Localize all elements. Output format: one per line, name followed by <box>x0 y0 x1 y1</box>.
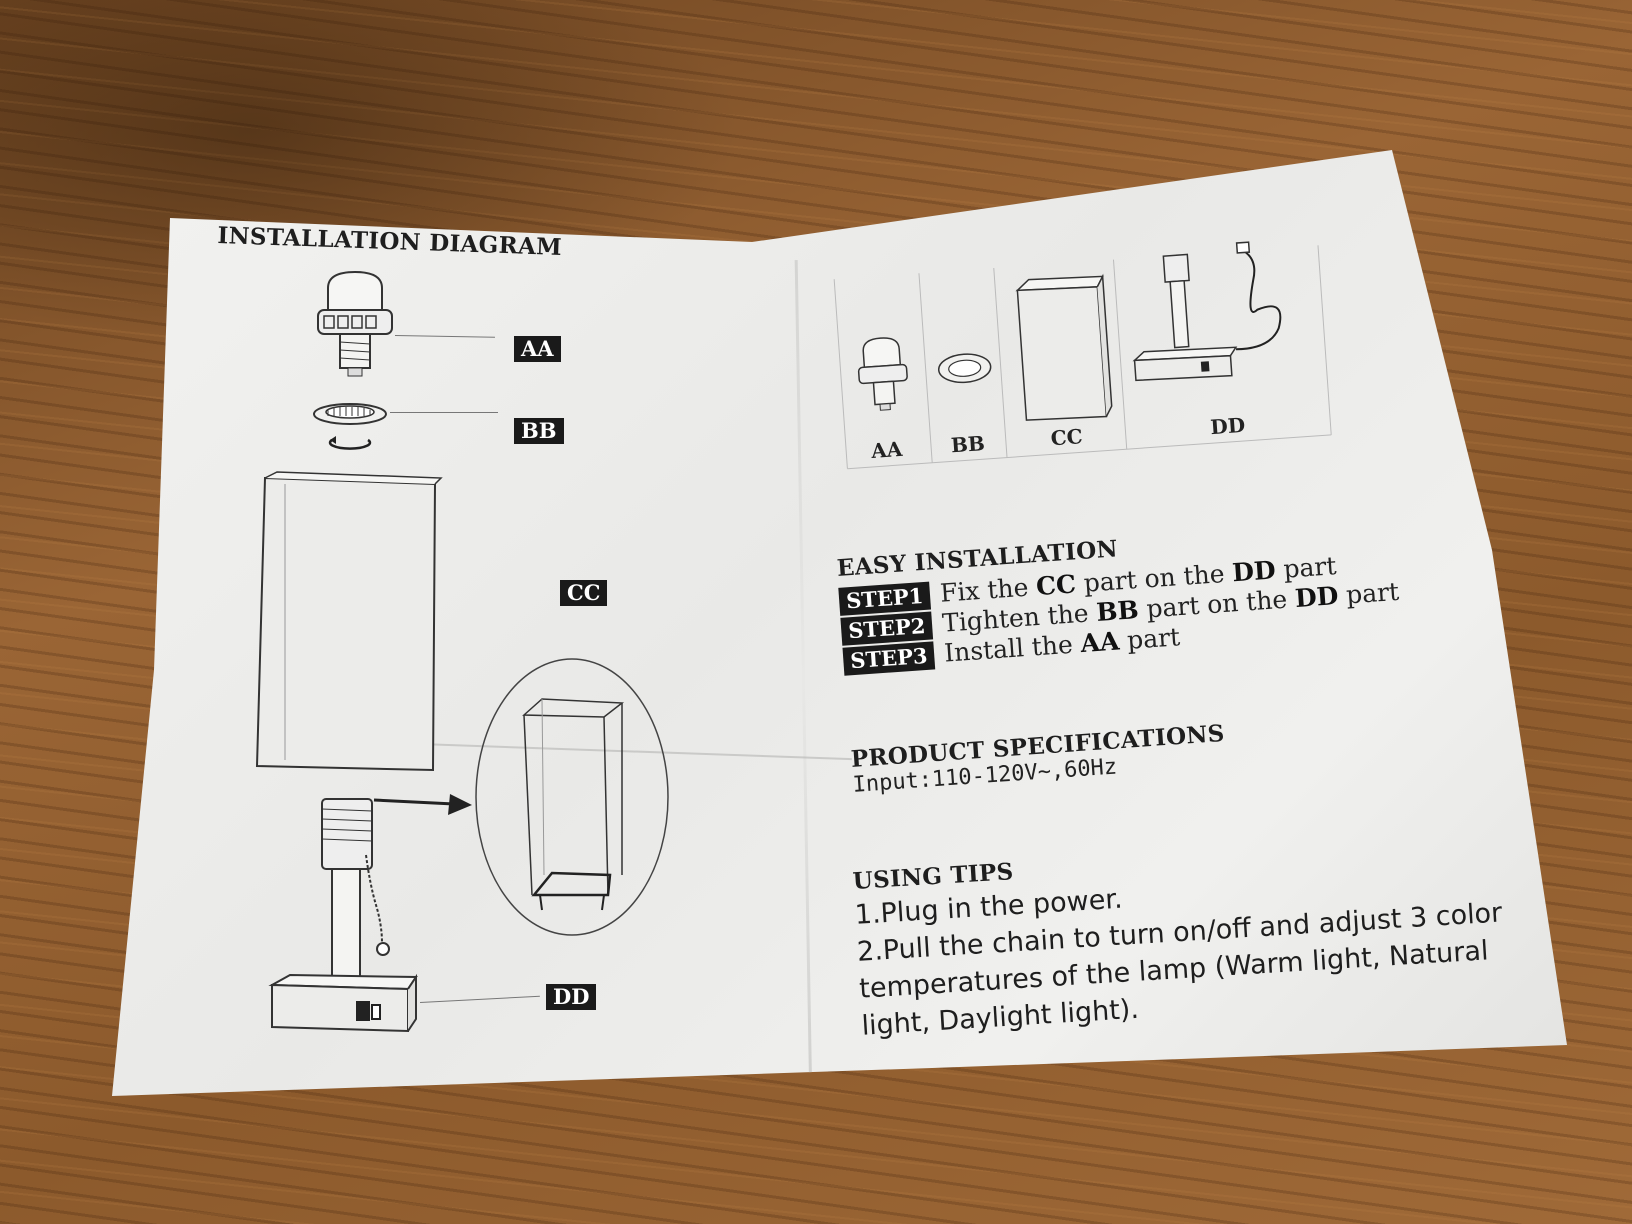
label-cc: CC <box>560 580 608 606</box>
table-label-bb: BB <box>950 431 986 458</box>
step-3-text-mid: part <box>1118 622 1182 656</box>
step-1-part-a: CC <box>1035 569 1077 602</box>
step-2-part-b: DD <box>1293 581 1340 614</box>
step-1-part-b: DD <box>1231 555 1277 588</box>
table-label-aa: AA <box>870 436 904 463</box>
step-1-text-end: part <box>1274 551 1338 585</box>
bulb-icon <box>317 270 393 377</box>
lamp-base-icon <box>268 798 418 1033</box>
label-dd: DD <box>546 984 597 1010</box>
vertical-fold <box>794 260 813 1096</box>
table-shade-icon <box>1015 273 1113 421</box>
arrow-right-icon <box>373 794 472 815</box>
label-aa: AA <box>514 336 561 362</box>
table-ring-icon <box>937 353 992 384</box>
table-bulb-icon <box>857 337 908 411</box>
table-label-dd: DD <box>1209 412 1246 440</box>
table-lamp-base-icon <box>1132 241 1282 382</box>
step-2-text-end: part <box>1337 576 1400 611</box>
step-3-part-a: AA <box>1079 626 1121 659</box>
bb-leader-line <box>390 412 498 413</box>
shade-frame-detail-icon <box>475 658 669 936</box>
parts-table: AA BB CC DD <box>820 184 1358 490</box>
table-label-cc: CC <box>1049 424 1084 451</box>
parts-table-grid <box>833 245 1332 470</box>
lamp-shade-icon <box>255 471 443 772</box>
ring-nut-icon <box>313 403 387 450</box>
step-2-part-a: BB <box>1095 595 1140 627</box>
label-bb: BB <box>514 418 564 444</box>
